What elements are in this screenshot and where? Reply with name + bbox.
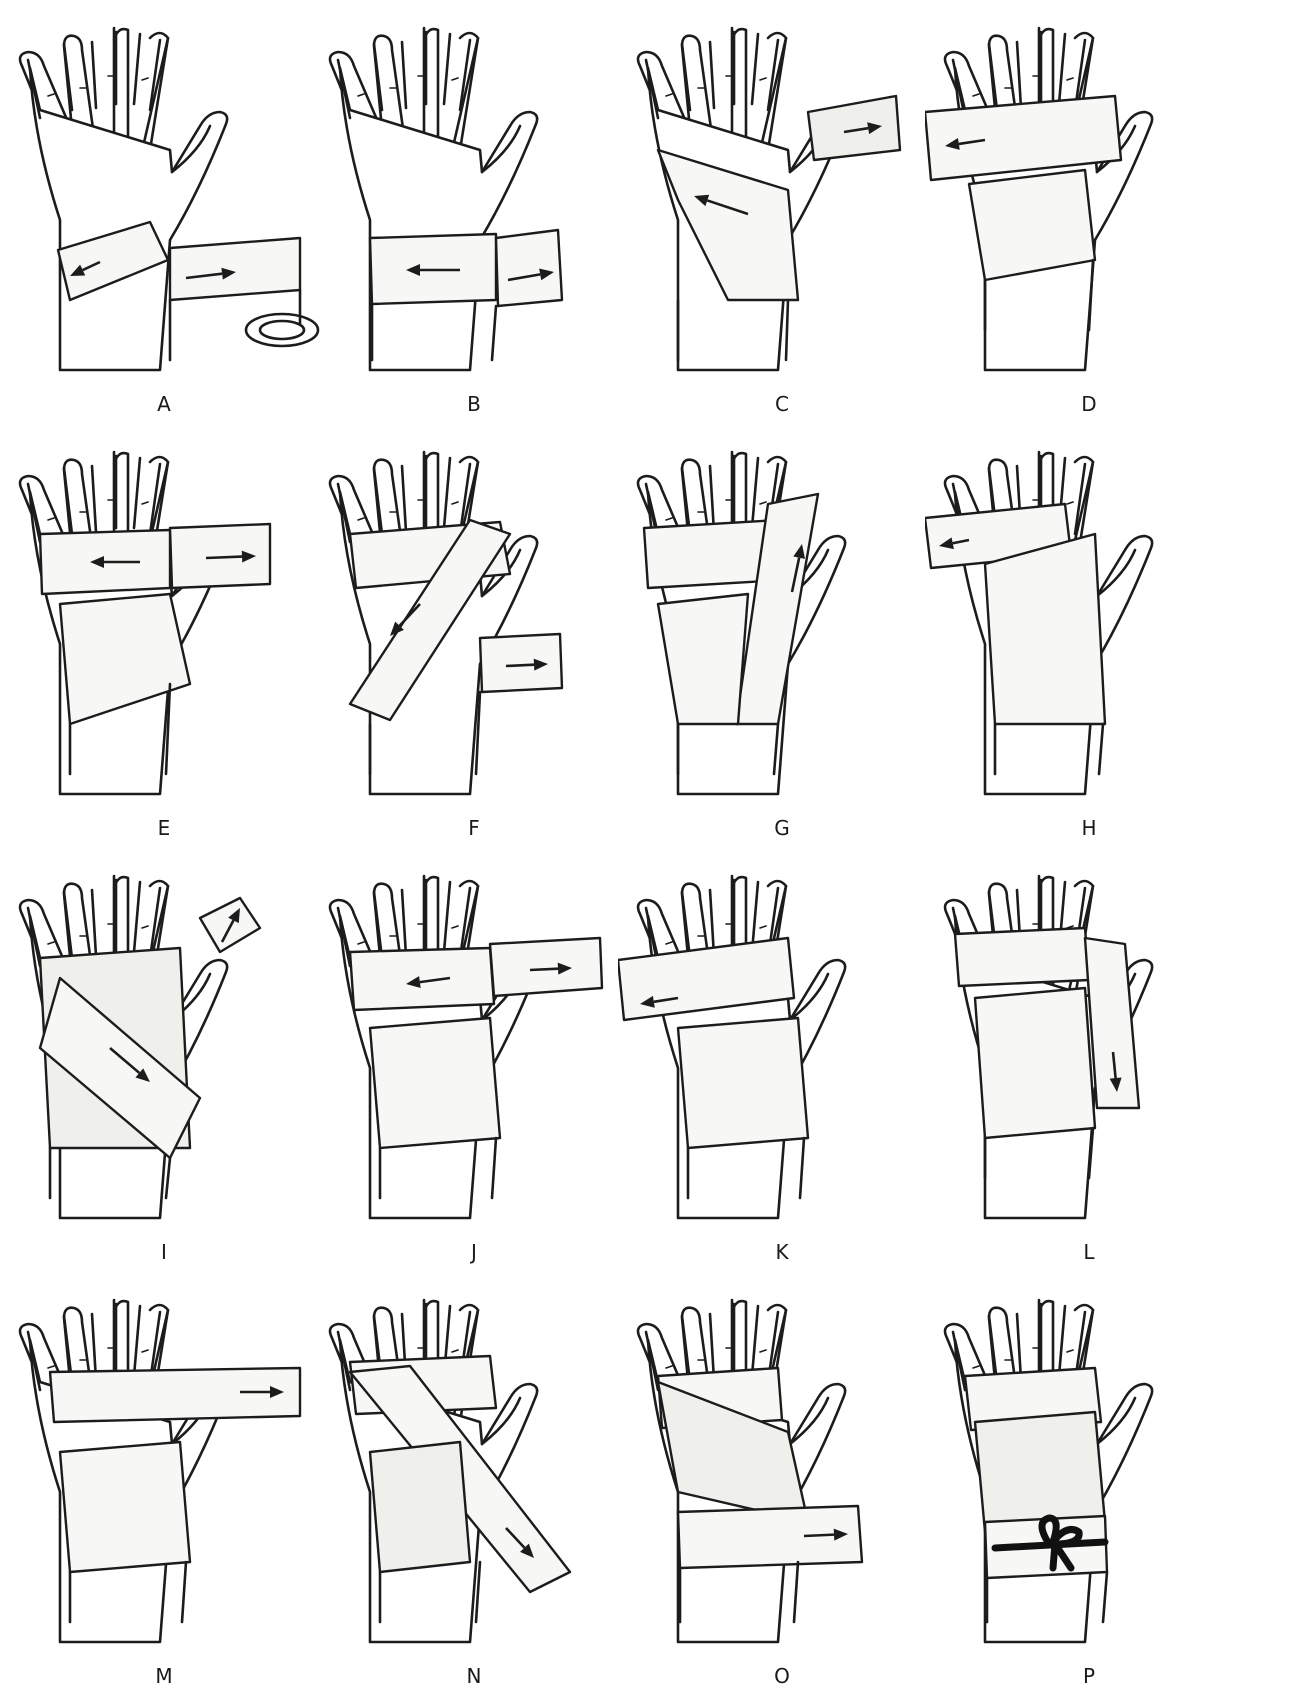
step-panel-m: M [0,1272,328,1696]
step-panel-j: J [310,848,638,1272]
step-label: J [310,1240,638,1264]
step-panel-i: I [0,848,328,1272]
hand-illustration [925,848,1253,1238]
step-label: A [0,392,328,416]
step-label: I [0,1240,328,1264]
hand-illustration [310,0,638,390]
step-panel-g: G [618,424,946,848]
step-panel-n: N [310,1272,638,1696]
step-label: M [0,1664,328,1688]
step-panel-l: L [925,848,1253,1272]
step-panel-d: D [925,0,1253,424]
hand-illustration [618,424,946,814]
step-panel-f: F [310,424,638,848]
step-label: P [925,1664,1253,1688]
hand-illustration [310,1272,638,1662]
hand-illustration [925,424,1253,814]
hand-illustration [310,424,638,814]
hand-illustration [310,848,638,1238]
step-panel-h: H [925,424,1253,848]
hand-illustration [0,848,328,1238]
step-label: L [925,1240,1253,1264]
hand-illustration [0,0,328,390]
hand-illustration [0,1272,328,1662]
step-label: C [618,392,946,416]
step-label: F [310,816,638,840]
step-label: G [618,816,946,840]
hand-illustration [0,424,328,814]
hand-illustration [618,0,946,390]
hand-illustration [618,848,946,1238]
step-label: H [925,816,1253,840]
step-panel-c: C [618,0,946,424]
step-label: B [310,392,638,416]
step-panel-a: A [0,0,328,424]
hand-illustration [618,1272,946,1662]
step-panel-b: B [310,0,638,424]
step-panel-o: O [618,1272,946,1696]
step-label: N [310,1664,638,1688]
step-label: D [925,392,1253,416]
step-panel-p: P [925,1272,1253,1696]
hand-illustration [925,0,1253,390]
step-label: E [0,816,328,840]
step-panel-k: K [618,848,946,1272]
step-label: O [618,1664,946,1688]
step-panel-e: E [0,424,328,848]
step-label: K [618,1240,946,1264]
hand-illustration [925,1272,1253,1662]
